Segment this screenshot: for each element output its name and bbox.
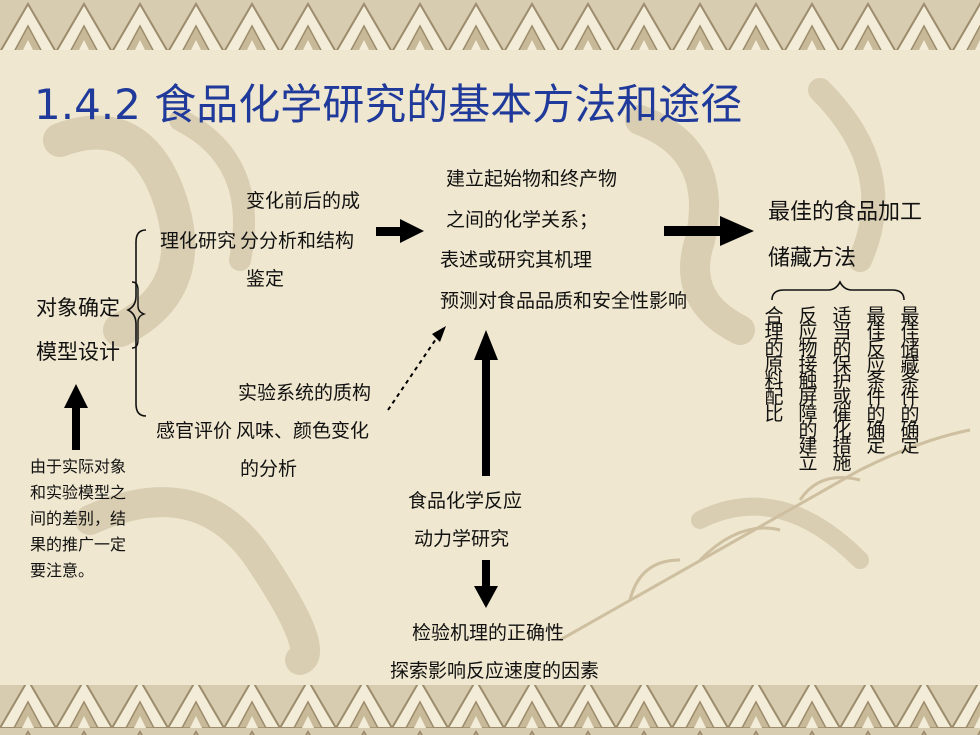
sensory-desc-line-1: 实验系统的质构 bbox=[238, 382, 372, 404]
physchem-desc-line-1: 变化前后的成 bbox=[246, 190, 361, 212]
dashed-arrow bbox=[387, 335, 439, 411]
relation-line-3: 表述或研究其机理 bbox=[440, 249, 593, 271]
vertical-item-reaction-conditions: 最佳反应条件的确定 bbox=[866, 305, 886, 458]
verify-line-1: 检验机理的正确性 bbox=[412, 622, 565, 644]
vertical-item-protection-catalysis: 适当的保护或催化措施 bbox=[832, 305, 852, 474]
sensory-desc-line-2: 风味、颜色变化 bbox=[236, 420, 370, 442]
vertical-item-contact-barrier: 反应物接触屏障的建立 bbox=[798, 305, 818, 474]
relation-line-1: 建立起始物和终产物 bbox=[446, 168, 618, 190]
physchem-desc-line-3: 鉴定 bbox=[246, 268, 285, 290]
top-border-pattern bbox=[0, 0, 980, 50]
object-label-line-1: 对象确定 bbox=[36, 296, 120, 320]
note-line-5: 要注意。 bbox=[30, 561, 95, 580]
arrow-down-to-verify bbox=[474, 560, 498, 608]
calligraphy-watermark bbox=[43, 78, 886, 675]
note-line-1: 由于实际对象 bbox=[30, 457, 127, 476]
verify-line-2: 探索影响反应速度的因素 bbox=[390, 660, 600, 682]
arrow-up-from-kinetics bbox=[474, 330, 498, 476]
top-brace bbox=[771, 280, 905, 301]
object-label-line-2: 模型设计 bbox=[36, 340, 120, 364]
impact-line: 预测对食品品质和安全性影响 bbox=[440, 290, 688, 312]
physchem-label: 理化研究 bbox=[160, 230, 237, 252]
arrow-up-to-object bbox=[64, 384, 88, 450]
note-line-2: 和实验模型之 bbox=[30, 483, 127, 502]
branch-sketch bbox=[559, 428, 971, 642]
physchem-desc-line-2: 分分析和结构 bbox=[240, 230, 355, 252]
kinetics-line-2: 动力学研究 bbox=[414, 528, 510, 550]
dashed-arrow-head bbox=[432, 326, 446, 342]
vertical-item-raw-material-ratio: 合理的原料配比 bbox=[764, 305, 784, 425]
note-line-3: 间的差别，结 bbox=[30, 509, 127, 528]
kinetics-line-1: 食品化学反应 bbox=[408, 490, 523, 512]
note-line-4: 果的推广一定 bbox=[30, 535, 127, 554]
slide-title: 1.4.2 食品化学研究的基本方法和途径 bbox=[34, 80, 743, 129]
left-brace bbox=[126, 229, 147, 417]
bottom-border-pattern bbox=[0, 685, 980, 735]
relation-line-2: 之间的化学关系； bbox=[446, 209, 599, 231]
arrow-to-best bbox=[664, 216, 754, 246]
best-method-line-1: 最佳的食品加工 bbox=[768, 200, 923, 225]
sensory-label: 感官评价 bbox=[156, 420, 233, 442]
sensory-desc-line-3: 的分析 bbox=[240, 458, 298, 480]
arrow-to-relation bbox=[376, 219, 424, 243]
object-brace bbox=[131, 281, 147, 349]
best-method-line-2: 储藏方法 bbox=[768, 246, 857, 271]
vertical-item-storage-conditions: 最佳储藏条件的确定 bbox=[900, 305, 920, 458]
